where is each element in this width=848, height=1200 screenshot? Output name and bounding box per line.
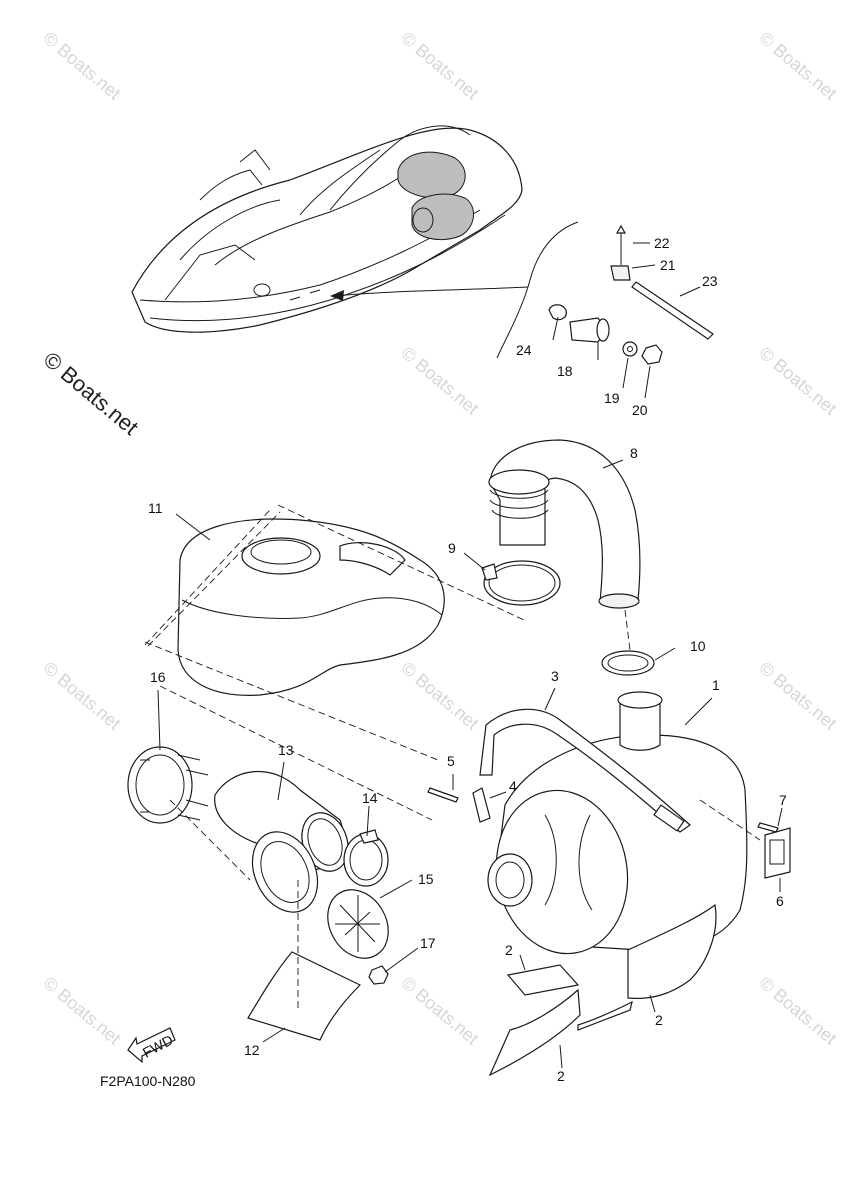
heat-shields-2 <box>488 903 717 1077</box>
callout-8: 8 <box>630 445 638 461</box>
hose-clamp-14 <box>343 829 389 887</box>
callout-21: 21 <box>660 257 676 273</box>
alignment-line-f <box>144 641 439 761</box>
watercraft-illustration <box>131 125 523 333</box>
callout-11: 11 <box>148 500 163 516</box>
watermark-11: © Boats.net <box>755 973 840 1049</box>
alignment-line-b <box>159 685 433 821</box>
exhaust-pipe-13 <box>214 770 349 872</box>
callout-12: 12 <box>244 1042 260 1058</box>
rivet-5 <box>427 787 459 803</box>
watermark-10: © Boats.net <box>397 973 482 1049</box>
callout-22: 22 <box>654 235 670 251</box>
watermark-4: © Boats.net <box>397 343 482 419</box>
muffler-1 <box>487 691 791 955</box>
copyright-text: © Boats.net <box>39 347 143 440</box>
mounting-ring-16 <box>127 746 209 824</box>
arrowhead-icon <box>330 290 344 301</box>
watermark-5: © Boats.net <box>755 343 840 419</box>
hose-clamp-9 <box>481 560 561 606</box>
callout-14: 14 <box>362 790 378 806</box>
callout-19: 19 <box>604 390 620 406</box>
callout-13: 13 <box>278 742 294 758</box>
leader-lines <box>157 242 783 1069</box>
callout-10: 10 <box>690 638 706 654</box>
detail-bracket <box>496 221 579 359</box>
callout-4: 4 <box>509 778 517 794</box>
alignment-line-a <box>147 511 281 647</box>
callout-1: 1 <box>712 677 720 693</box>
callout-23: 23 <box>702 273 718 289</box>
watermark-6: © Boats.net <box>39 658 124 734</box>
callout-16: 16 <box>150 669 166 685</box>
callout-18: 18 <box>557 363 573 379</box>
callout-15: 15 <box>418 871 434 887</box>
resonator-11 <box>144 504 525 696</box>
alignment-line-d <box>624 609 631 651</box>
rivet-7 <box>757 822 779 833</box>
callout-2-top: 2 <box>505 942 513 958</box>
hose-clamp-10 <box>601 650 655 676</box>
nut-17 <box>368 965 389 985</box>
pad-12 <box>247 951 362 1041</box>
callout-9: 9 <box>448 540 456 556</box>
exhaust-elbow <box>488 439 641 609</box>
alignment-line-g <box>169 799 251 881</box>
watermark-8: © Boats.net <box>755 658 840 734</box>
callout-24: 24 <box>516 342 532 358</box>
callouts: 22 21 23 24 18 19 20 8 9 10 11 16 13 14 … <box>148 235 787 1084</box>
callout-17: 17 <box>420 935 436 951</box>
watermark-2: © Boats.net <box>397 28 482 104</box>
watermark-3: © Boats.net <box>755 28 840 104</box>
detail-pointer-arrow <box>334 286 529 297</box>
drain-fitting-group <box>548 224 714 365</box>
watermark-9: © Boats.net <box>39 973 124 1049</box>
callout-2-right: 2 <box>655 1012 663 1028</box>
watermark-7: © Boats.net <box>397 658 482 734</box>
bracket-4 <box>472 787 491 823</box>
callout-5: 5 <box>447 753 455 769</box>
watermark-1: © Boats.net <box>39 28 124 104</box>
strap-3 <box>479 708 691 833</box>
callout-2-bottom: 2 <box>557 1068 565 1084</box>
callout-6: 6 <box>776 893 784 909</box>
callout-20: 20 <box>632 402 648 418</box>
callout-3: 3 <box>551 668 559 684</box>
perforated-plate-15 <box>327 889 389 959</box>
gasket <box>251 831 319 913</box>
alignment-line-e <box>699 799 761 841</box>
callout-7: 7 <box>779 792 787 808</box>
diagram-code: F2PA100-N280 <box>100 1073 196 1089</box>
fwd-arrow-icon: FWD <box>127 1027 176 1064</box>
